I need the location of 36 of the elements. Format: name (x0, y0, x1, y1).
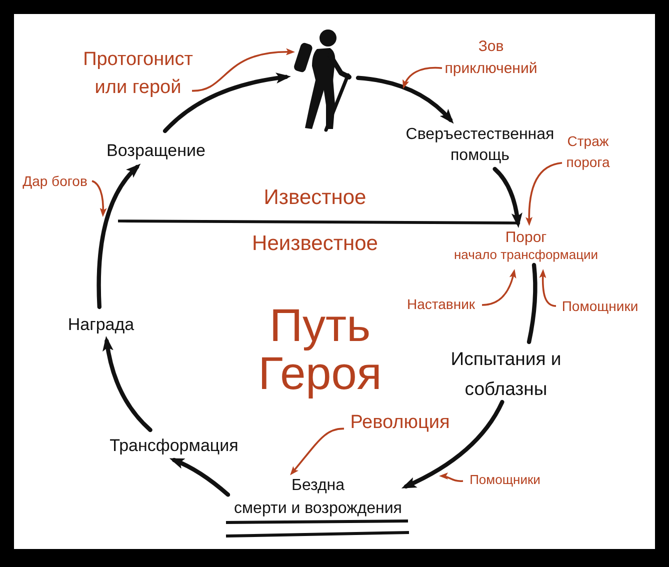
flow-arrow (162, 72, 291, 134)
connector-line (526, 262, 538, 344)
annotation-text: Революция (342, 410, 458, 436)
flow-arrow (169, 458, 230, 497)
annotation-text: Помощники (463, 470, 547, 490)
stage-label: Возращение (100, 139, 212, 163)
stage-label: Награда (60, 313, 142, 337)
flow-arrow (401, 400, 504, 488)
leader-arrow (402, 66, 442, 89)
leader-arrow (539, 269, 556, 307)
region-label: Неизвестное (251, 232, 379, 256)
flow-arrow (96, 163, 140, 310)
annotation-text: Зов приключений (440, 36, 542, 80)
leader-arrow (290, 428, 344, 476)
leader-arrow (192, 48, 295, 92)
flow-arrow (492, 166, 522, 228)
leader-arrow (526, 162, 562, 226)
stage-subtitle: начало трансформации (452, 246, 600, 263)
stage-label: Испытания и соблазны (442, 344, 570, 404)
flow-arrow (102, 336, 152, 432)
leader-arrow (482, 269, 516, 306)
annotation-text: Наставник (398, 294, 484, 314)
stage-label: смерти и возрождения (233, 499, 403, 519)
diagram-title: Путь Героя (257, 301, 383, 397)
stage-label: Сверъестественная помощь (398, 124, 562, 166)
region-label: Известное (262, 186, 368, 210)
leader-arrow (92, 180, 107, 217)
flow-arrow (356, 76, 454, 124)
stage-label: Порог (504, 229, 548, 246)
annotation-text: Страж порога (560, 131, 616, 173)
annotation-text: Помощники (557, 296, 643, 316)
leader-arrow (439, 472, 464, 482)
annotation-text: Протогонист или герой (76, 46, 200, 102)
stage-label: Трансформация (100, 434, 248, 458)
annotation-text: Дар богов (16, 171, 94, 191)
stage-label: Бездна (290, 476, 346, 496)
